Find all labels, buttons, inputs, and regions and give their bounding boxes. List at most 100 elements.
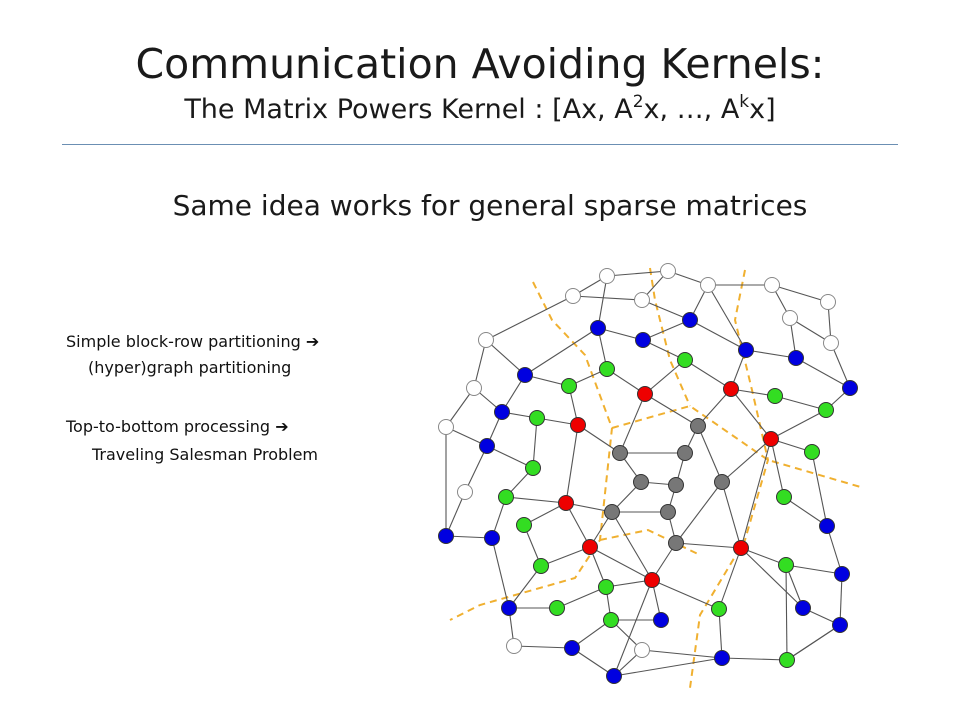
blue-node <box>788 350 804 366</box>
graph-edge <box>464 445 488 493</box>
green-node <box>779 652 795 668</box>
gray-node <box>714 474 730 490</box>
white-node <box>700 277 716 293</box>
red-node <box>558 495 574 511</box>
graph-edge <box>597 275 608 329</box>
green-node <box>516 517 532 533</box>
green-node <box>561 378 577 394</box>
red-node <box>644 572 660 588</box>
blue-node <box>738 342 754 358</box>
graph-edge <box>718 547 742 610</box>
blue-node <box>501 600 517 616</box>
blue-node <box>479 438 495 454</box>
graph-edge <box>577 424 621 454</box>
blue-node <box>834 566 850 582</box>
graph-edge <box>740 547 804 609</box>
graph-edge <box>795 357 851 389</box>
subtitle-superscript-k: k <box>739 92 750 112</box>
graph-edge <box>771 284 829 303</box>
graph-edge <box>524 327 599 376</box>
subtitle-superscript-2: 2 <box>632 92 644 112</box>
graph-edge <box>770 409 827 440</box>
green-node <box>776 489 792 505</box>
blue-node <box>682 312 698 328</box>
bullet-2-line-1: Top-to-bottom processing ➔ <box>66 415 289 439</box>
blue-node <box>494 404 510 420</box>
graph-edge <box>785 564 788 661</box>
graph-edge <box>565 424 579 504</box>
green-node <box>804 444 820 460</box>
graph-edge <box>532 417 538 469</box>
graph-edge <box>740 438 772 549</box>
graph-edge <box>689 319 747 351</box>
graph-edge <box>786 624 841 661</box>
subtitle-suffix: x] <box>749 94 776 125</box>
green-node <box>549 600 565 616</box>
graph-edge <box>745 349 797 359</box>
bullet-2-line-2: Traveling Salesman Problem <box>92 445 319 464</box>
blue-node <box>819 518 835 534</box>
white-node <box>457 484 473 500</box>
green-node <box>767 388 783 404</box>
graph-edge <box>651 579 720 610</box>
white-node <box>438 419 454 435</box>
graph-edge <box>730 388 772 440</box>
green-node <box>599 361 615 377</box>
green-node <box>818 402 834 418</box>
title-divider <box>62 144 898 145</box>
red-node <box>582 539 598 555</box>
blue-node <box>635 332 651 348</box>
bullet-1-line-2: (hyper)graph partitioning <box>88 358 292 377</box>
white-node <box>634 642 650 658</box>
partition-boundary <box>689 269 770 689</box>
red-node <box>723 381 739 397</box>
graph-edge <box>721 657 788 661</box>
white-node <box>466 380 482 396</box>
green-node <box>677 352 693 368</box>
green-node <box>529 410 545 426</box>
graph-edge <box>785 564 843 575</box>
white-node <box>634 292 650 308</box>
graph-edge <box>611 511 653 581</box>
graph-edge <box>826 525 843 575</box>
graph-edge <box>811 451 828 527</box>
gray-node <box>668 535 684 551</box>
bullet-1-text: Simple block-row partitioning <box>66 332 301 351</box>
blue-node <box>653 612 669 628</box>
white-node <box>478 332 494 348</box>
graph-edge <box>675 481 723 544</box>
subtitle-prefix: The Matrix Powers Kernel : [Ax, A <box>184 94 633 125</box>
green-node <box>598 579 614 595</box>
graph-edge <box>508 565 542 609</box>
green-node <box>711 601 727 617</box>
bullet-1-line-1: Simple block-row partitioning ➔ <box>66 330 319 354</box>
graph-edge <box>486 445 534 469</box>
bullet-2-text: Top-to-bottom processing <box>66 417 271 436</box>
graph-edge <box>473 339 487 389</box>
graph-edge <box>707 284 747 351</box>
graph-edge <box>491 537 510 609</box>
white-node <box>565 288 581 304</box>
partition-boundary <box>449 281 614 621</box>
slide-subtitle: The Matrix Powers Kernel : [Ax, A2x, …, … <box>0 92 960 128</box>
gray-node <box>677 445 693 461</box>
white-node <box>782 310 798 326</box>
red-node <box>637 386 653 402</box>
blue-node <box>564 640 580 656</box>
headline: Same idea works for general sparse matri… <box>172 189 808 222</box>
graph-edge <box>505 496 567 504</box>
graph-edge <box>740 547 787 566</box>
partition-boundary <box>599 528 701 556</box>
graph-edge <box>571 647 615 677</box>
graph-edge <box>774 395 827 411</box>
white-node <box>660 263 676 279</box>
graph-edge <box>839 573 843 626</box>
graph-edge <box>565 502 591 548</box>
graph-edge <box>830 342 851 389</box>
arrow-icon: ➔ <box>275 417 289 436</box>
graph-edge <box>783 496 828 527</box>
green-node <box>603 612 619 628</box>
white-node <box>599 268 615 284</box>
graph-edge <box>540 546 591 567</box>
